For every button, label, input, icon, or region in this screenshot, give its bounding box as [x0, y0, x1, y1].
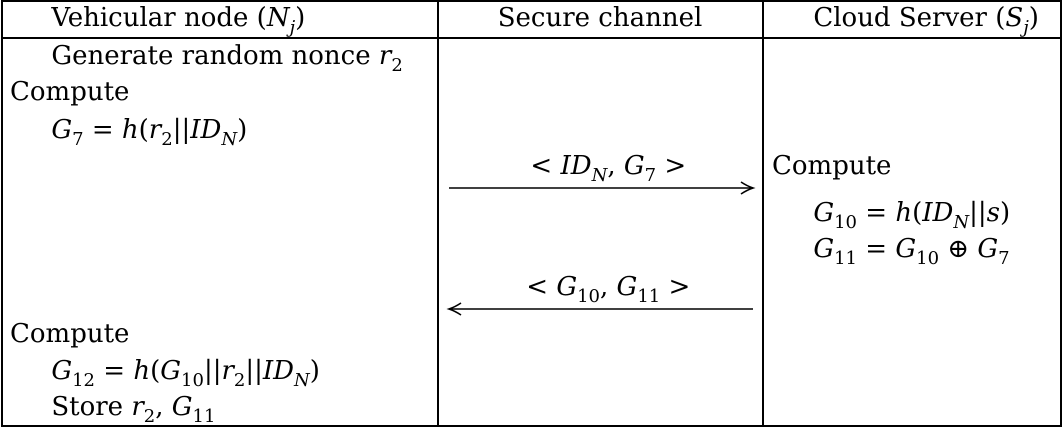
- node-compute-1: Compute: [10, 77, 129, 107]
- message-1-arrow-right: [449, 181, 756, 195]
- node-compute-2: Compute: [10, 319, 129, 349]
- message-2-label: < G10, G11 >: [485, 272, 715, 307]
- header-vehicular-node: Vehicular node (Nj): [10, 3, 330, 38]
- server-compute: Compute: [772, 151, 891, 181]
- server-g10-formula: G10 = h(IDN||s): [772, 198, 1035, 233]
- node-g12-formula: G12 = h(G10||r2||IDN): [10, 356, 345, 391]
- node-store-line: Store r2, G11: [10, 392, 240, 428]
- node-g7-formula: G7 = h(r2||IDN): [10, 115, 272, 150]
- message-1-label: < IDN, G7 >: [489, 151, 711, 186]
- server-g11-formula: G11 = G10 ⊕ G7: [772, 234, 1034, 271]
- message-2-arrow-left: [446, 302, 753, 316]
- node-nonce-line: Generate random nonce r2: [10, 41, 428, 78]
- header-secure-channel: Secure channel: [498, 3, 703, 33]
- header-cloud-server: Cloud Server (Sj): [772, 3, 1063, 38]
